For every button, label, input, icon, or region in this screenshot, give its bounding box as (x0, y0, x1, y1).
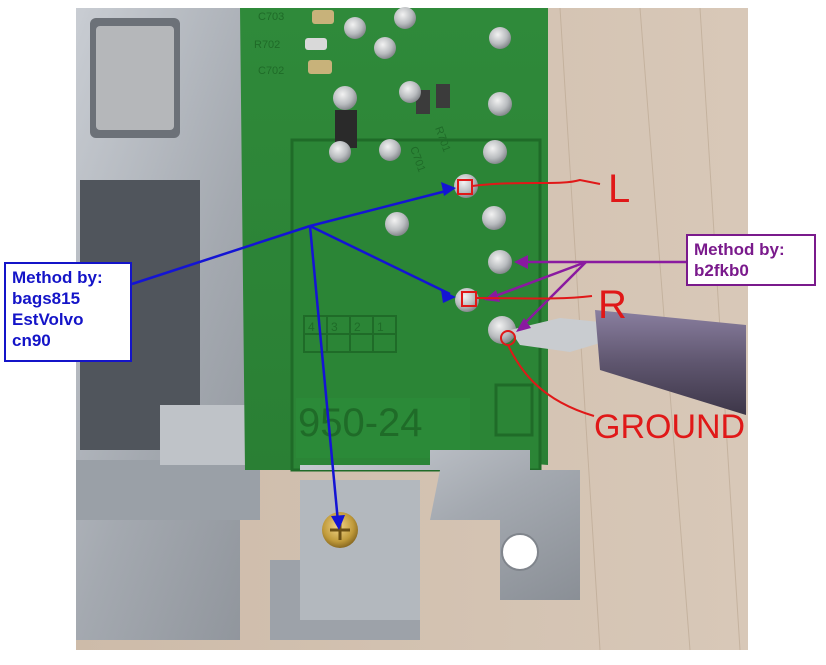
contributor-name: cn90 (12, 331, 51, 350)
svg-text:4: 4 (308, 320, 315, 334)
left-label: L (608, 167, 630, 211)
blue-arrows (131, 188, 451, 523)
blue-arrowheads (331, 182, 456, 530)
contributor-name: EstVolvo (12, 310, 84, 329)
red-labels: L R GROUND (594, 167, 745, 446)
solder-pads (329, 7, 516, 344)
svg-text:C702: C702 (258, 65, 284, 77)
contributor-name: b2fkb0 (694, 261, 749, 280)
callout-title: Method by: (694, 240, 785, 259)
svg-text:3: 3 (331, 320, 338, 334)
smd-components (305, 10, 450, 148)
screwdriver-tip (510, 318, 610, 352)
callout-title: Method by: (12, 268, 103, 287)
method-callout-blue: Method by: bags815 EstVolvo cn90 (4, 262, 132, 362)
svg-text:R702: R702 (254, 39, 280, 51)
svg-text:1: 1 (377, 320, 384, 334)
bracket-hole (501, 533, 539, 571)
red-annotations (457, 178, 601, 417)
svg-text:2: 2 (354, 320, 361, 334)
part-number-text: 950-24 (298, 401, 423, 445)
purple-arrows (489, 260, 686, 327)
method-callout-purple: Method by: b2fkb0 (686, 234, 816, 286)
right-label: R (598, 283, 627, 327)
svg-text:C703: C703 (258, 11, 284, 23)
ground-pad (488, 316, 516, 344)
chassis-tab (160, 405, 260, 465)
ground-label: GROUND (594, 408, 745, 446)
screwdriver-handle (595, 310, 746, 415)
contributor-name: bags815 (12, 289, 81, 308)
